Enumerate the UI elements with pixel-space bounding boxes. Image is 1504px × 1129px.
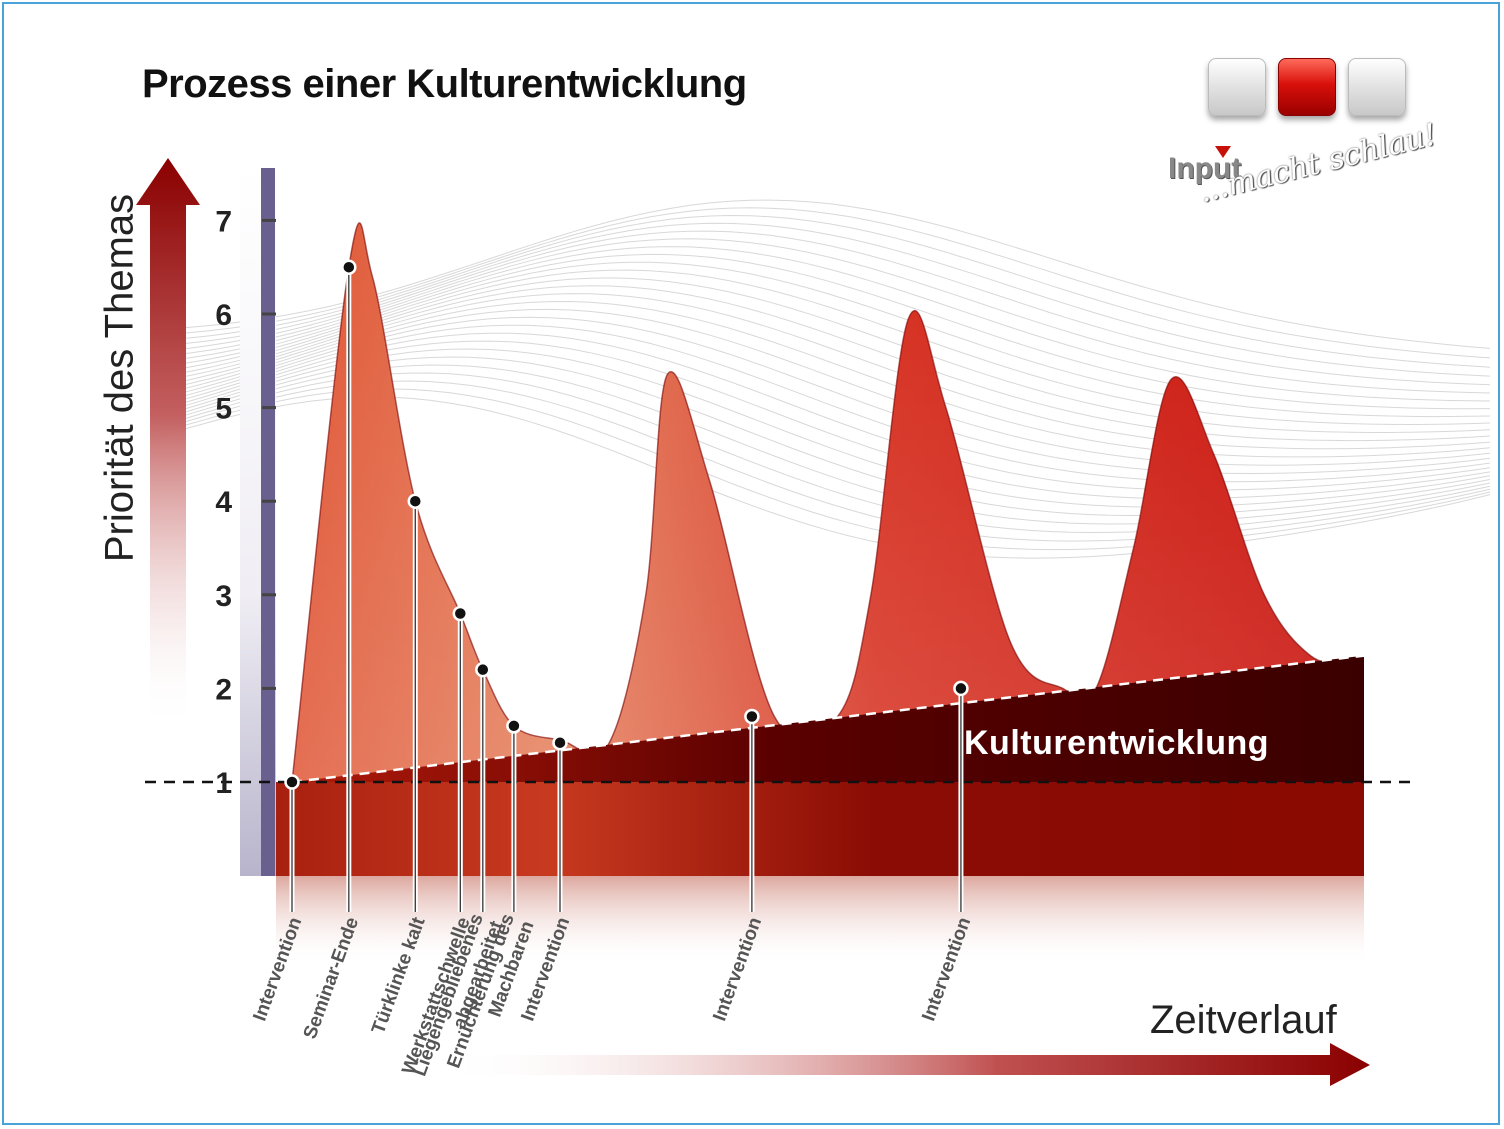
kulturentwicklung-trend-line bbox=[291, 648, 1419, 784]
y-tick-label: 7 bbox=[215, 205, 232, 238]
baseline-tick: 1 bbox=[215, 767, 232, 800]
event-marker-dot bbox=[341, 259, 357, 275]
event-marker-dot bbox=[284, 774, 300, 790]
floor-reflection bbox=[276, 876, 1364, 966]
event-marker-dot bbox=[953, 680, 969, 697]
x-axis-label: Zeitverlauf bbox=[1150, 998, 1337, 1042]
nav-button-prev[interactable] bbox=[1208, 58, 1266, 116]
nav-button-next[interactable] bbox=[1348, 58, 1406, 116]
event-marker-dot bbox=[506, 718, 522, 734]
event-marker-dot bbox=[407, 493, 424, 509]
y-tick-label: 5 bbox=[215, 393, 232, 426]
event-marker-dot bbox=[475, 661, 491, 678]
background-wave-lines bbox=[149, 199, 1491, 559]
base-band bbox=[276, 782, 1364, 876]
y-axis-line bbox=[261, 168, 275, 876]
y-axis-label: Priorität des Themas bbox=[97, 193, 142, 563]
page-title: Prozess einer Kulturentwicklung bbox=[142, 62, 747, 106]
y-tick-label: 3 bbox=[215, 580, 232, 613]
event-marker-dot bbox=[552, 734, 568, 751]
series-label-kulturentwicklung: Kulturentwicklung bbox=[964, 724, 1270, 762]
y-tick-label: 2 bbox=[215, 673, 232, 706]
y-tick-label: 6 bbox=[215, 299, 232, 332]
y-tick-label: 4 bbox=[215, 486, 232, 519]
event-marker-dot bbox=[452, 605, 469, 622]
y-axis-ticks: 2 3 4 5 6 7 bbox=[215, 205, 276, 706]
logo-triangle-icon bbox=[1215, 146, 1231, 158]
event-marker-dot bbox=[744, 708, 760, 725]
brand-logo: Input bbox=[1168, 152, 1242, 185]
y-axis-arrow-icon bbox=[136, 158, 200, 730]
x-axis-arrow-icon bbox=[440, 1043, 1370, 1086]
nav-button-current[interactable] bbox=[1278, 58, 1336, 116]
